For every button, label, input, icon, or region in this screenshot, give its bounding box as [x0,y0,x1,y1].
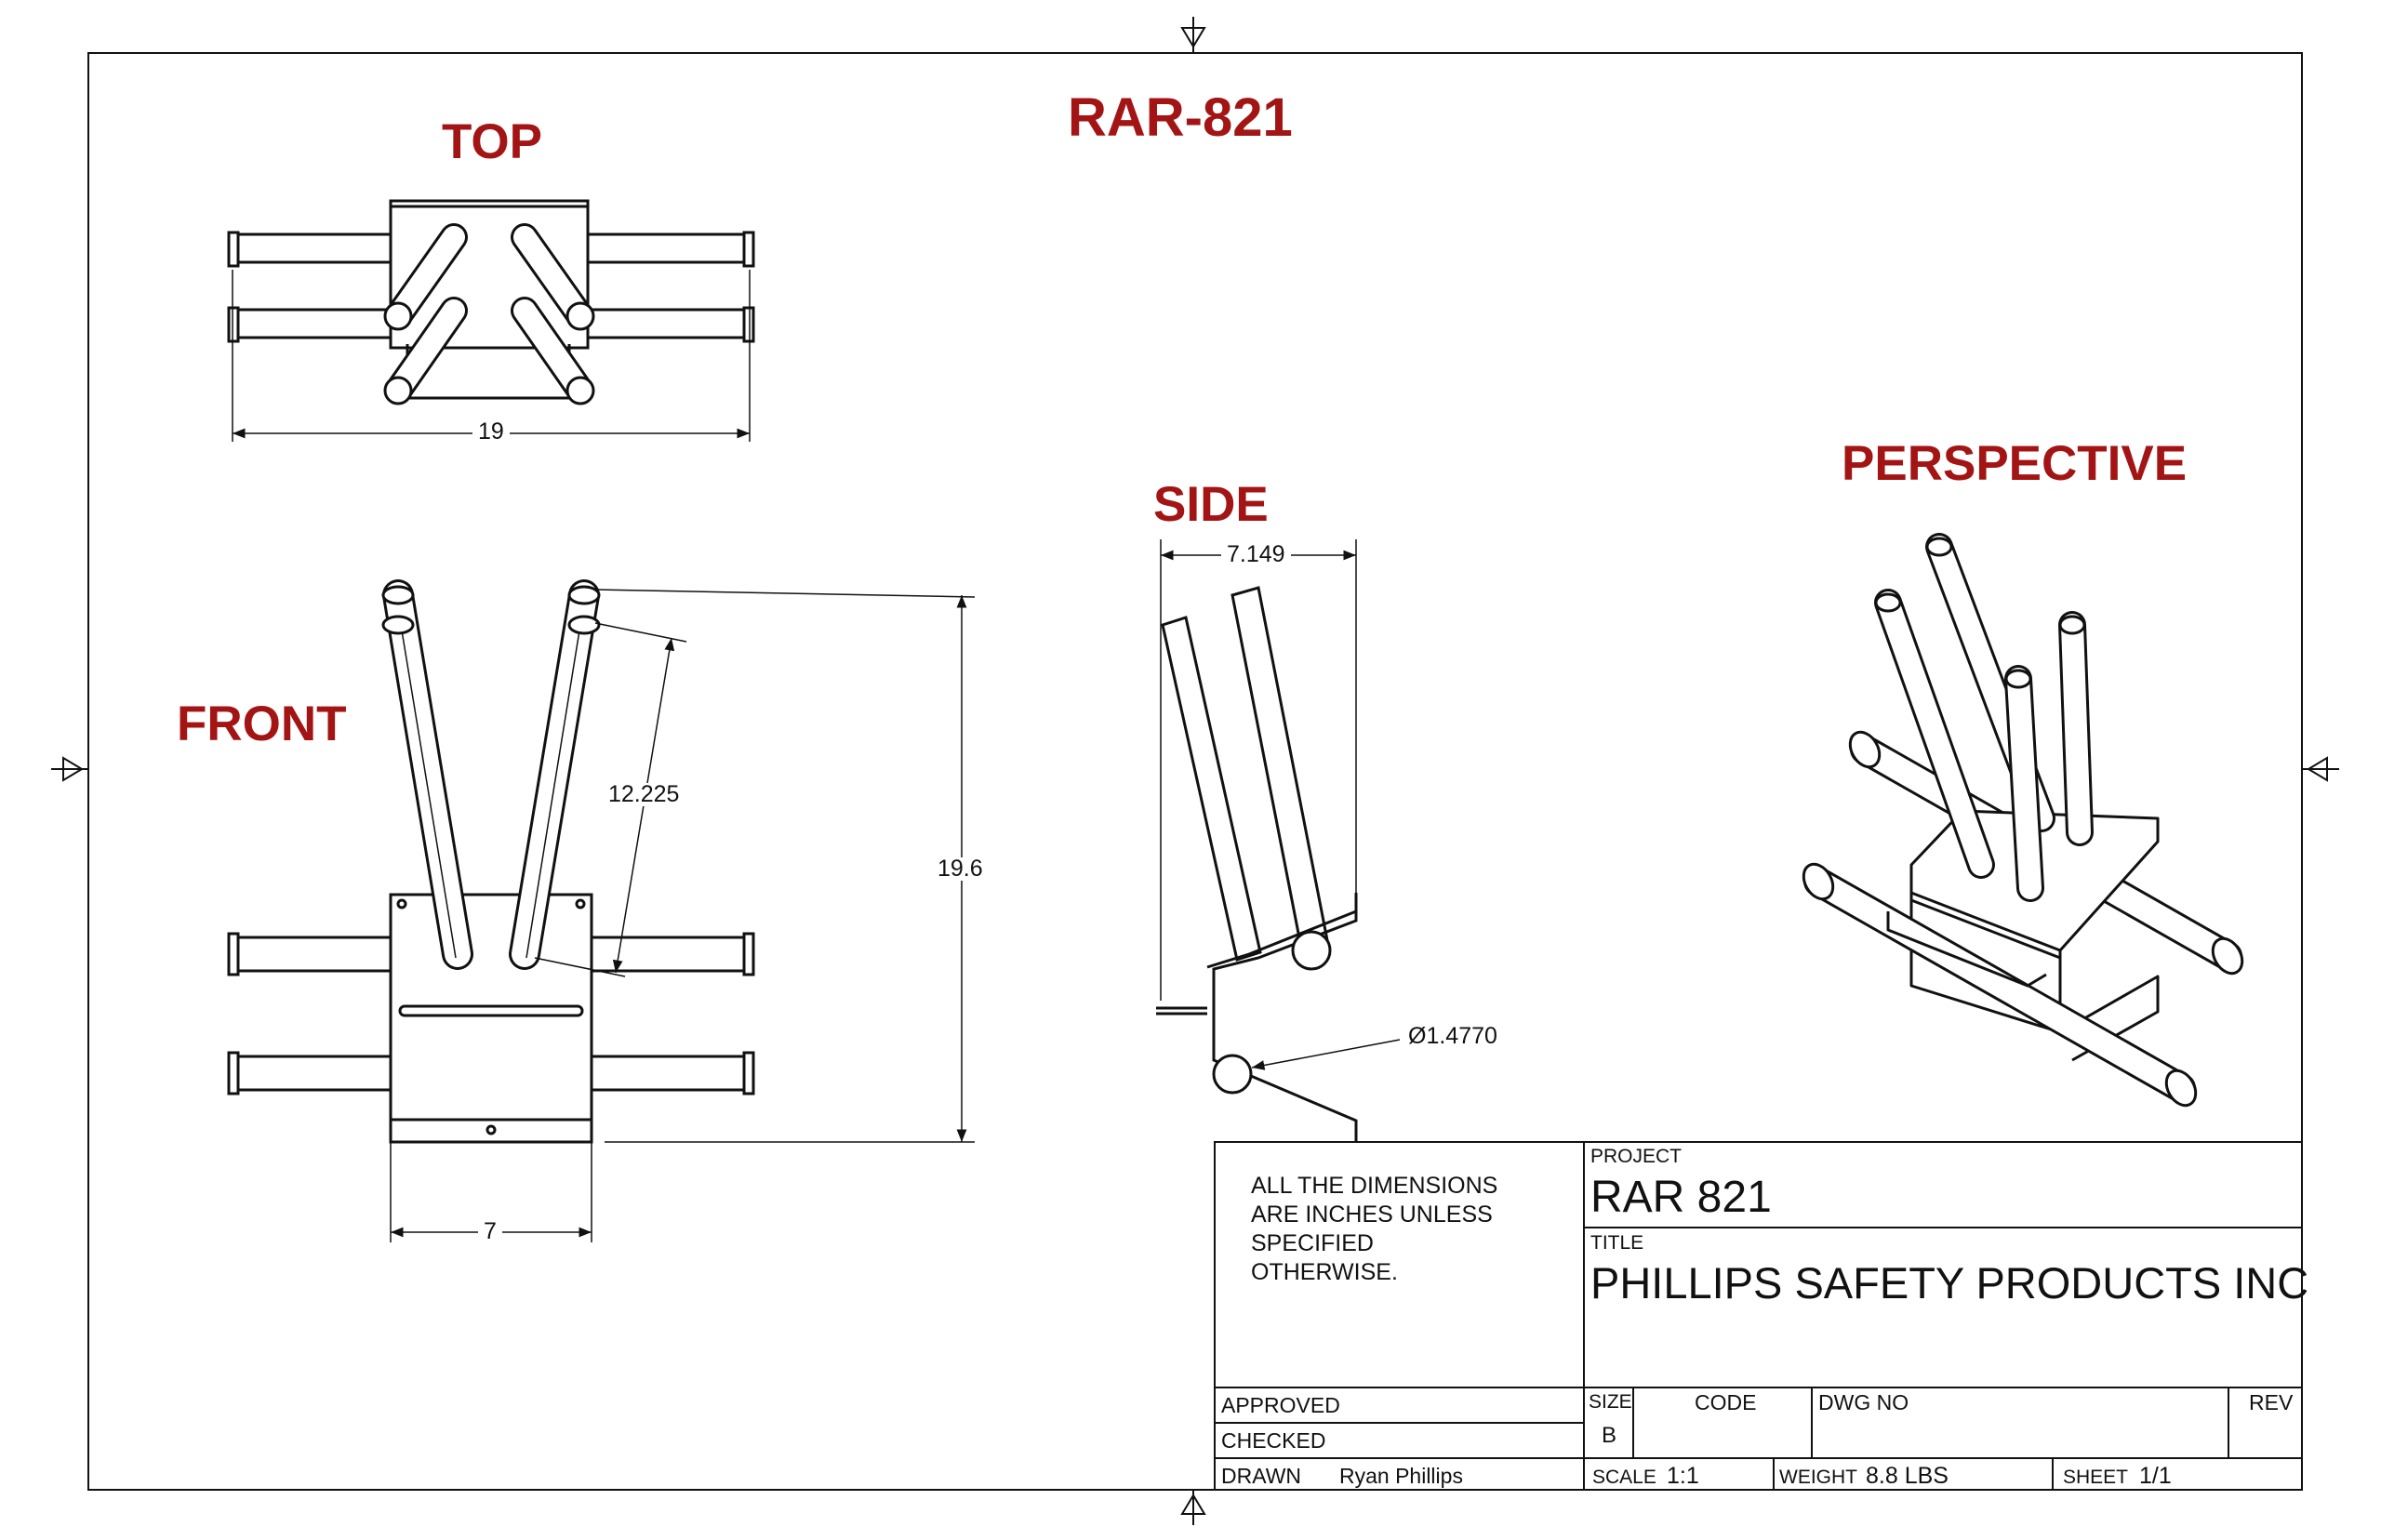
dim-front-tube-length: 12.225 [603,783,685,806]
drawn-label: DRAWN [1221,1464,1302,1488]
side-view [1156,586,1358,1142]
size-label: SIZE [1589,1391,1632,1413]
checked-label: CHECKED [1221,1428,1326,1453]
sheet-value: 1/1 [2139,1463,2172,1489]
centering-marks [51,17,2339,1525]
note-line: ARE INCHES UNLESS [1251,1201,1493,1228]
sheet-border [87,52,2303,1491]
approved-label: APPROVED [1221,1393,1340,1417]
dim-top-width: 19 [472,420,510,444]
note-line: OTHERWISE. [1251,1259,1398,1285]
title-block [1214,1141,2303,1491]
top-view [227,199,755,405]
dim-side-diameter: Ø1.4770 [1403,1025,1503,1048]
dim-front-base-width: 7 [478,1220,502,1243]
front-view [227,579,755,1144]
weight-label: WEIGHT [1779,1467,1857,1488]
scale-label: SCALE [1592,1467,1656,1488]
drawing-title: RAR-821 [1068,87,1293,148]
rev-label: REV [2249,1390,2294,1414]
view-label-front: FRONT [177,697,347,751]
dwg-no-label: DWG NO [1818,1390,1909,1414]
project-label: PROJECT [1590,1146,1683,1167]
dim-side-depth: 7.149 [1221,543,1291,566]
drawn-value: Ryan Phillips [1339,1464,1463,1488]
project-value: RAR 821 [1590,1173,1772,1222]
title-label: TITLE [1590,1232,1644,1254]
view-label-side: SIDE [1153,477,1269,532]
code-label: CODE [1695,1390,1757,1414]
view-label-perspective: PERSPECTIVE [1842,436,2188,491]
dimension-note: ALL THE DIMENSIONS ARE INCHES UNLESS SPE… [1251,1172,1497,1287]
weight-value: 8.8 LBS [1866,1463,1949,1489]
note-line: ALL THE DIMENSIONS [1251,1173,1498,1199]
dim-front-height: 19.6 [932,857,989,881]
scale-value: 1:1 [1667,1463,1699,1489]
note-line: SPECIFIED [1251,1230,1374,1256]
size-value: B [1602,1423,1617,1448]
perspective-view [1802,533,2244,1108]
sheet-label: SHEET [2063,1467,2129,1488]
view-label-top: TOP [442,114,542,169]
title-value: PHILLIPS SAFETY PRODUCTS INC [1590,1258,2309,1308]
